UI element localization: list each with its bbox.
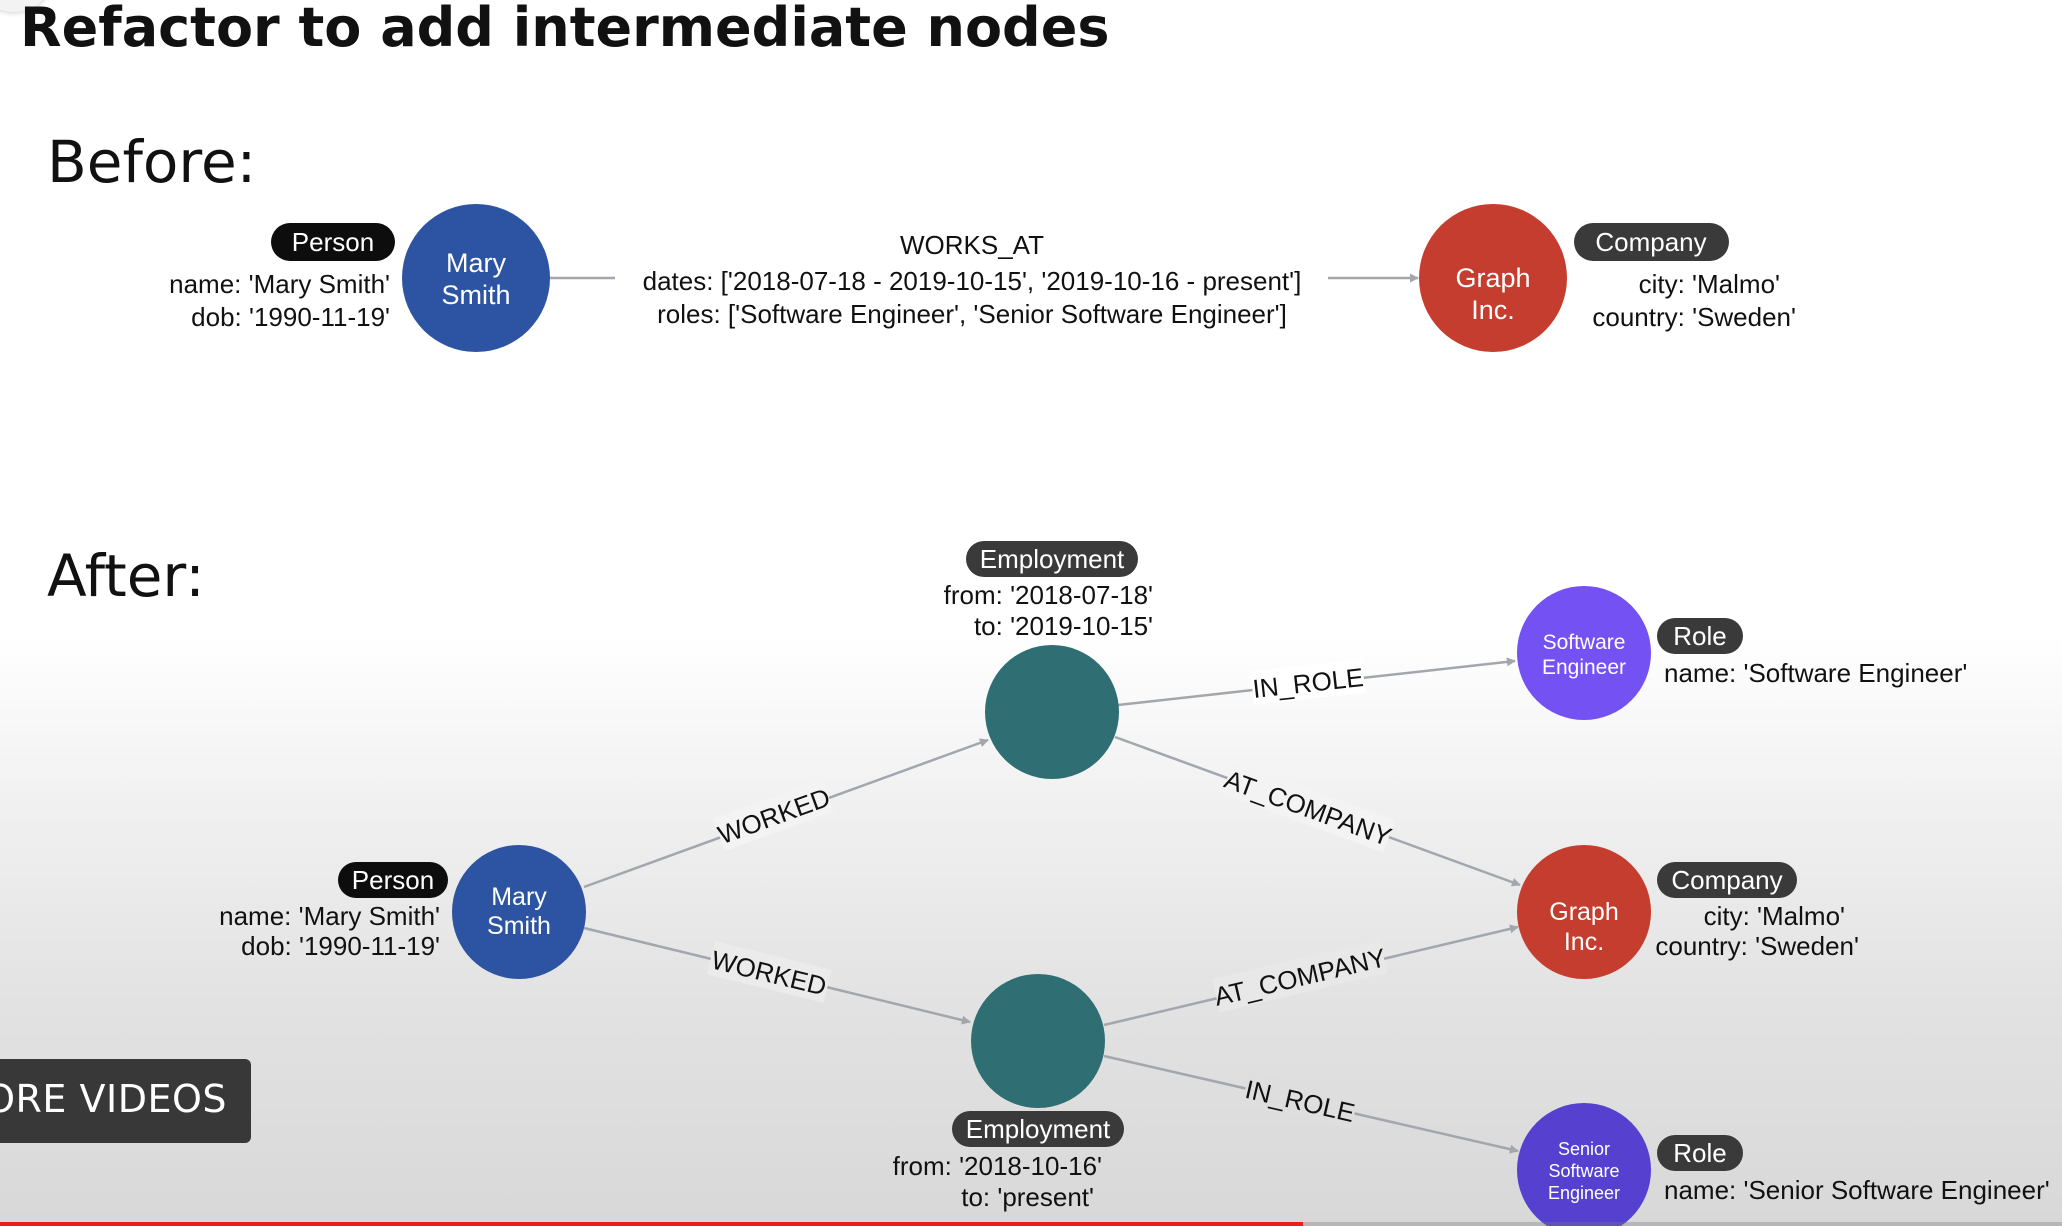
in-role-label-1-group: IN_ROLE [1250,658,1366,706]
works-at-dates: dates: ['2018-07-18 - 2019-10-15', '2019… [643,266,1302,296]
more-videos-label: MORE VIDEOS [0,1077,227,1121]
more-videos-button[interactable]: MORE VIDEOS [0,1059,251,1143]
after-heading: After: [47,542,205,610]
worked-label-1: WORKED [714,782,834,850]
worked-label-2: WORKED [709,945,830,1002]
in-role-label-2: IN_ROLE [1242,1074,1357,1128]
after-person-node [452,845,586,979]
after-person-node-name-1: Mary [491,883,547,911]
role-2-node-name-2: Software [1548,1161,1619,1181]
role-node-senior-software-engineer [1517,1103,1651,1226]
after-company-city-prop: city: 'Malmo' [1704,901,1845,931]
before-company-label: Company [1595,227,1706,257]
after-company-node [1517,845,1651,979]
employment-1-from-prop: from: '2018-07-18' [944,580,1153,610]
employment-node-2 [971,974,1105,1108]
role-1-name-prop: name: 'Software Engineer' [1664,658,1967,688]
at-company-label-2-group: AT_COMPANY [1211,939,1389,1013]
role-1-label-pill [1657,618,1743,654]
before-company-country-prop: country: 'Sweden' [1592,302,1796,332]
employment-1-to-prop: to: '2019-10-15' [974,611,1153,641]
slide-title: Refactor to add intermediate nodes [20,0,1109,59]
role-node-software-engineer [1517,586,1651,720]
before-person-name-prop: name: 'Mary Smith' [169,269,390,299]
before-company-node-name-2: Inc. [1471,295,1515,325]
at-company-label-2: AT_COMPANY [1211,942,1388,1012]
after-company-node-name-1: Graph [1549,898,1618,926]
at-company-label-1: AT_COMPANY [1221,764,1396,852]
before-heading: Before: [47,128,256,196]
role-1-label: Role [1673,621,1726,651]
after-company-label: Company [1671,865,1782,895]
employment-1-label: Employment [980,544,1125,574]
employment-2-to-prop: to: 'present' [961,1182,1094,1212]
employment-2-from-prop: from: '2018-10-16' [893,1151,1102,1181]
after-person-node-name-2: Smith [487,912,551,940]
role-2-node-name-3: Engineer [1548,1183,1620,1203]
before-company-city-prop: city: 'Malmo' [1639,269,1780,299]
watch-later-label[interactable]: Watch l [1953,4,2052,37]
after-person-label-pill [338,862,448,898]
after-company-country-prop: country: 'Sweden' [1655,931,1859,961]
role-1-node-name-2: Engineer [1542,656,1626,679]
after-company-node-name-2: Inc. [1564,928,1604,956]
before-person-node-name-1: Mary [446,248,506,278]
in-role-label-2-group: IN_ROLE [1241,1070,1359,1130]
in-role-label-1: IN_ROLE [1251,662,1365,704]
after-person-name-prop: name: 'Mary Smith' [219,901,440,931]
after-person-label: Person [352,865,434,895]
role-2-node-name-1: Senior [1558,1139,1610,1159]
worked-label-1-group: WORKED [713,779,834,851]
role-2-name-prop: name: 'Senior Software Engineer' [1664,1175,2050,1205]
before-person-label-pill [271,223,395,261]
after-company-label-pill [1657,862,1797,898]
works-at-roles: roles: ['Software Engineer', 'Senior Sof… [657,299,1287,329]
works-at-label: WORKS_AT [900,230,1044,260]
before-person-node-name-2: Smith [441,280,510,310]
before-company-node-name-1: Graph [1455,263,1530,293]
employment-1-label-pill [966,541,1138,577]
video-progress-track[interactable] [1303,1222,2062,1226]
before-person-node [402,204,550,352]
after-person-dob-prop: dob: '1990-11-19' [241,931,440,961]
employment-2-label-pill [952,1111,1124,1147]
role-2-label: Role [1673,1138,1726,1168]
employment-node-1 [985,645,1119,779]
video-progress-bar[interactable] [0,1222,1303,1226]
before-person-dob-prop: dob: '1990-11-19' [191,302,390,332]
role-2-label-pill [1657,1135,1743,1171]
before-company-label-pill [1574,223,1729,261]
before-person-label: Person [292,227,374,257]
before-company-node [1419,204,1567,352]
worked-label-2-group: WORKED [706,941,832,1003]
at-company-label-1-group: AT_COMPANY [1221,761,1396,853]
employment-2-label: Employment [966,1114,1111,1144]
role-1-node-name-1: Software [1543,631,1626,654]
